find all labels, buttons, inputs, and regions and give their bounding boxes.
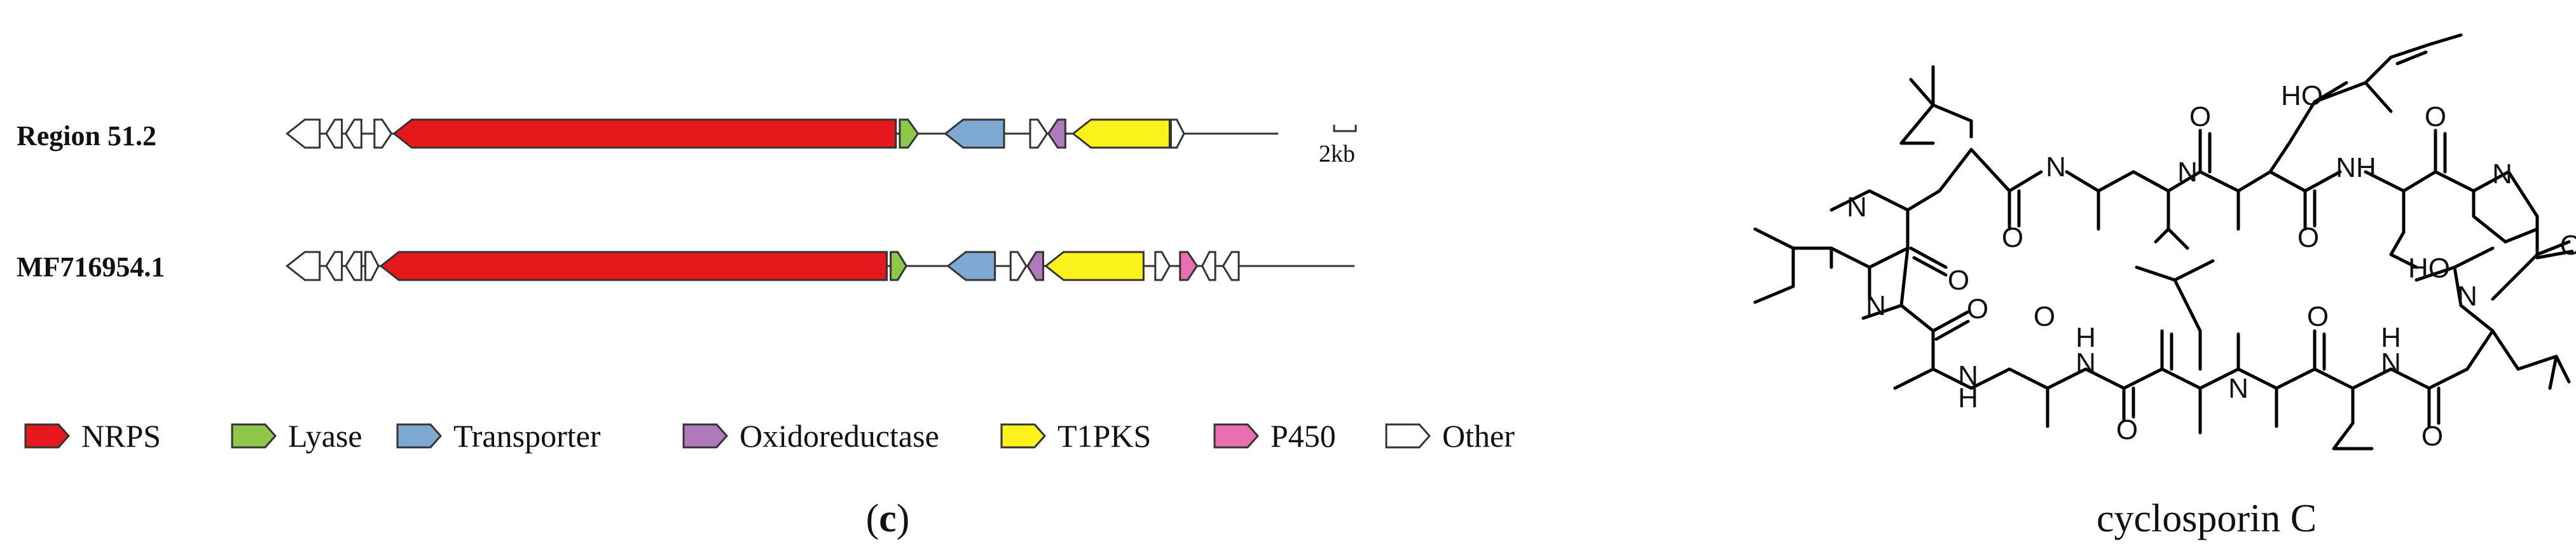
gene-arrow-other: [325, 118, 343, 149]
legend-label-t1pks: T1PKS: [1057, 418, 1151, 454]
gene-arrow-other: [344, 251, 362, 281]
gene-arrow-transporter: [944, 118, 1005, 149]
atom-label: N: [1958, 360, 1978, 391]
atom-label: O: [1967, 293, 1988, 325]
atom-labels: N N NH N O O O O HO HO N O N O O N H N O…: [1847, 80, 2576, 452]
atom-label: O: [2189, 101, 2211, 132]
gene-arrow-t1pks: [1044, 251, 1145, 281]
atom-label: N: [2076, 347, 2096, 379]
cyclosporin-c-structure: N N NH N O O O O HO HO N O N O O N H N O…: [1753, 33, 2576, 540]
legend-swatch-transporter: [396, 423, 443, 449]
legend-swatch-p450: [1213, 423, 1260, 449]
atom-label: N: [2228, 373, 2249, 404]
gene-arrow-lyase: [899, 118, 920, 149]
atom-label: N: [2457, 281, 2477, 312]
gene-arrow-oxidoreductase: [1026, 251, 1044, 281]
atom-label: O: [1948, 265, 1969, 296]
gene-arrow-other: [364, 251, 380, 281]
gene-arrow-oxidoreductase: [1047, 118, 1066, 149]
gene-arrow-other: [1029, 118, 1049, 149]
atom-label: O: [2034, 301, 2055, 332]
legend-swatch-other: [1385, 423, 1431, 449]
track-label-region-51-2: Region 51.2: [17, 120, 156, 151]
legend-label-transporter: Transporter: [453, 418, 601, 454]
compound-name: cyclosporin C: [2097, 497, 2317, 540]
atom-label: O: [2116, 414, 2138, 445]
gene-arrow-other: [1154, 251, 1171, 281]
atom-label: N: [1866, 290, 1886, 321]
gene-arrows: [286, 118, 1185, 149]
gene-arrow-nrps: [392, 118, 897, 149]
legend-label-other: Other: [1442, 418, 1515, 454]
gene-arrow-other: [286, 118, 321, 149]
gene-track-region-51-2: Region 51.2: [17, 118, 1278, 151]
panel-label: (c): [866, 497, 910, 540]
legend-label-p450: P450: [1271, 418, 1336, 454]
atom-label: O: [2002, 222, 2023, 253]
legend-label-nrps: NRPS: [81, 418, 161, 454]
gene-arrow-other: [373, 118, 393, 149]
scale-bar-label: 2kb: [1319, 141, 1355, 167]
bond-lines: [1753, 33, 2574, 451]
legend-label-lyase: Lyase: [288, 418, 362, 454]
gene-arrow-t1pks: [1071, 118, 1171, 149]
atom-label: HO: [2281, 80, 2323, 111]
atom-label: N: [2381, 347, 2401, 379]
atom-label: N: [2177, 157, 2198, 188]
legend-swatch-lyase: [231, 423, 277, 449]
gene-arrows: [286, 251, 1240, 281]
gene-arrow-other: [325, 251, 343, 281]
atom-label: O: [2297, 222, 2319, 253]
atom-label: N: [2046, 151, 2066, 183]
legend-swatch-oxidoreductase: [682, 423, 729, 449]
legend-swatch-nrps: [24, 423, 71, 449]
gene-arrow-nrps: [379, 251, 888, 281]
atom-label: O: [2307, 301, 2329, 332]
atom-label: H: [2076, 322, 2096, 353]
gene-arrow-other: [1169, 118, 1185, 149]
scale-bar-line: [1333, 125, 1357, 132]
track-label-mf716954-1: MF716954.1: [17, 251, 165, 283]
gene-arrow-p450: [1179, 251, 1199, 281]
gene-arrow-other: [286, 251, 321, 281]
gene-arrow-transporter: [946, 251, 996, 281]
atom-label: O: [2421, 421, 2443, 452]
atom-label: H: [1958, 382, 1978, 414]
gene-arrow-other: [1201, 251, 1216, 281]
gene-arrow-other: [344, 118, 362, 149]
gene-arrow-lyase: [890, 251, 908, 281]
atom-label: H: [2381, 322, 2401, 353]
atom-label: N: [1847, 192, 1867, 223]
atom-label: HO: [2408, 253, 2450, 284]
legend-label-oxidoreductase: Oxidoreductase: [740, 418, 939, 454]
scale-bar: 2kb: [1319, 125, 1357, 167]
atom-label: O: [2425, 101, 2446, 132]
legend-swatch-t1pks: [1000, 423, 1047, 449]
gene-arrow-other: [1009, 251, 1028, 281]
atom-label: NH: [2336, 152, 2376, 183]
atom-label: O: [2560, 230, 2576, 261]
legend: NRPS Lyase Transporter Oxidoreductase T1PKS P…: [24, 418, 1515, 454]
gene-track-mf716954-1: MF716954.1: [17, 251, 1354, 283]
atom-label: N: [2492, 158, 2512, 190]
gene-arrow-other: [1222, 251, 1240, 281]
